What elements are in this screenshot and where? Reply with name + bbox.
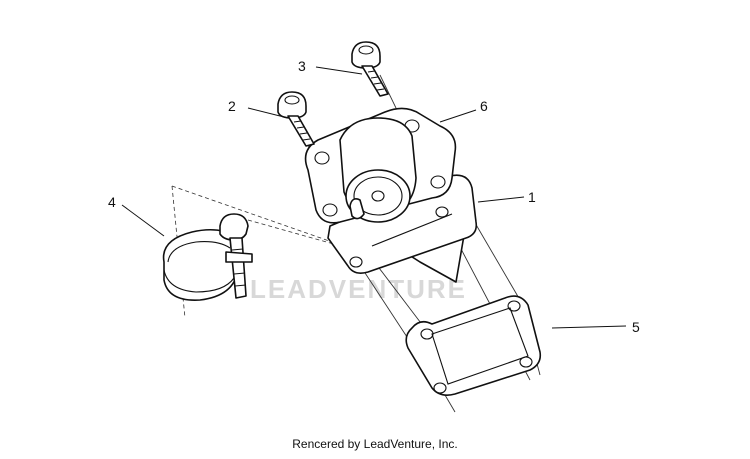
- callout-6: 6: [480, 98, 488, 114]
- callout-2: 2: [228, 98, 236, 114]
- reed-valve-block-part-1: [327, 174, 478, 283]
- callout-labels: 1 2 3 4 5 6: [108, 58, 640, 335]
- callout-3: 3: [298, 58, 306, 74]
- bolt-part-3: [351, 41, 389, 97]
- intake-manifold-part-6: [304, 107, 457, 224]
- footer-credit: Rencered by LeadVenture, Inc.: [292, 437, 458, 451]
- bolt-part-2: [277, 91, 315, 147]
- callout-leaders: [121, 66, 627, 329]
- callout-5: 5: [632, 319, 640, 335]
- callout-1: 1: [528, 189, 536, 205]
- hose-clamp-part-4: [162, 213, 253, 301]
- gasket-part-5: [405, 295, 542, 396]
- callout-4: 4: [108, 194, 116, 210]
- watermark-text: LEADVENTURE: [250, 274, 467, 304]
- exploded-parts-diagram: LEADVENTURE: [108, 41, 640, 413]
